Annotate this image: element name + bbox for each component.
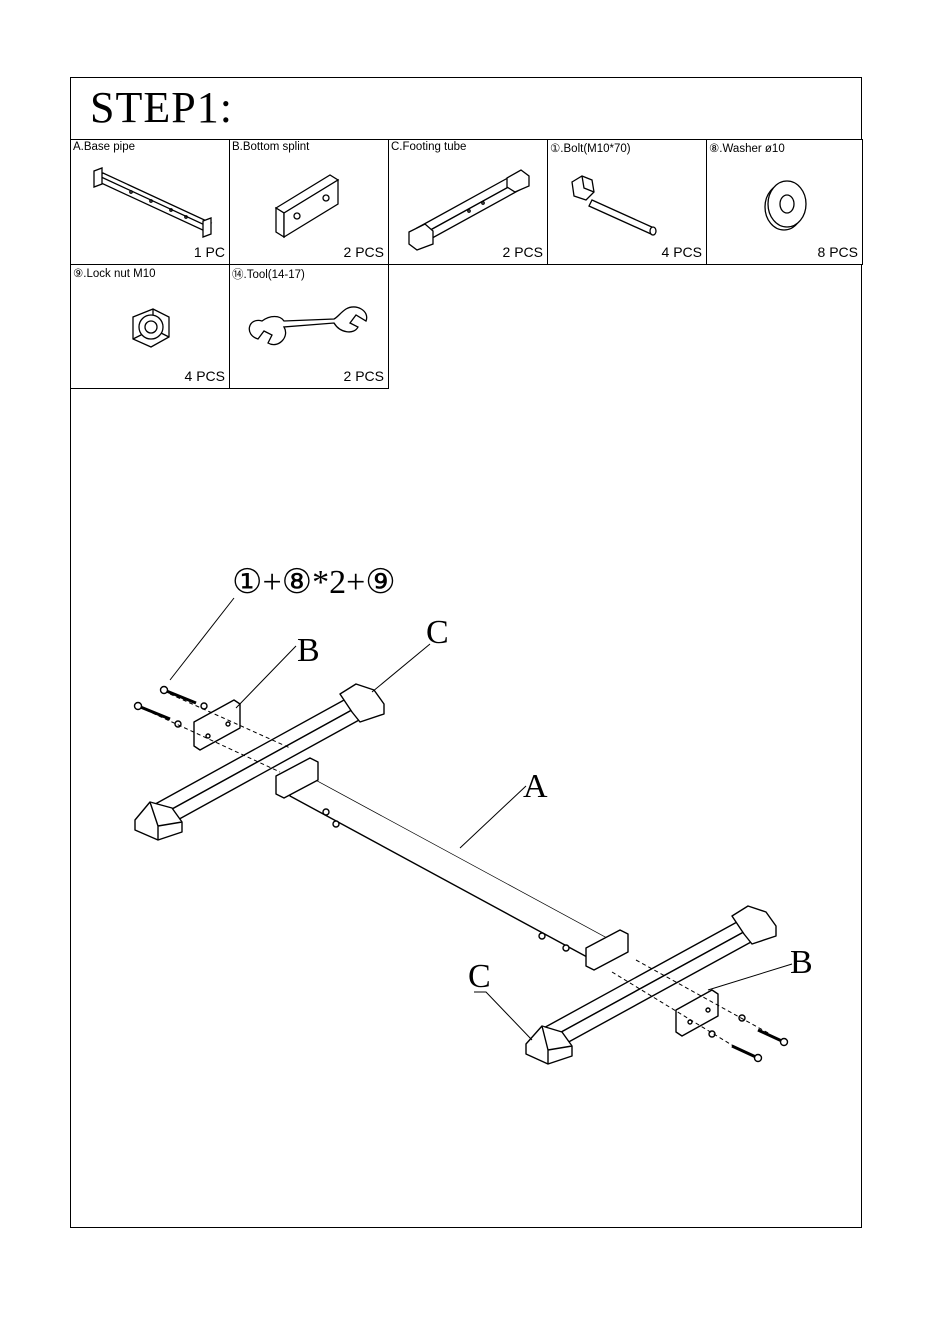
lower-bottom-splint <box>676 990 718 1036</box>
label-c-top: C <box>426 616 449 650</box>
fastener-formula: ①+⑧*2+⑨ <box>232 566 396 600</box>
label-b-top: B <box>297 634 320 668</box>
label-c-bottom: C <box>468 960 491 994</box>
label-a: A <box>523 770 548 804</box>
label-b-bottom: B <box>790 946 813 980</box>
